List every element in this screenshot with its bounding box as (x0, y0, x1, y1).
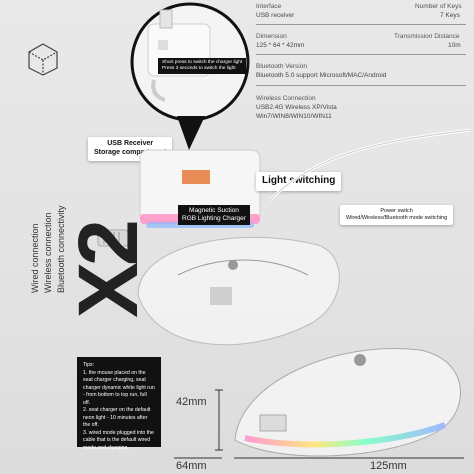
spec-distance-value: 10m (448, 42, 461, 49)
spec-keys-label: Number of Keys (415, 3, 462, 10)
power-switch-tag: Power switch Wired/Wireless/Bluetooth mo… (340, 205, 454, 225)
tips-item-3: 3. wired mode plugged into the cable tha… (83, 429, 154, 451)
usb-receiver-line1: USB Receiver (107, 140, 154, 147)
dimension-lines (174, 389, 464, 459)
mouse-side-illustration (234, 348, 461, 457)
usb-receiver-line2: Storage compartment (94, 148, 167, 156)
spec-divider (256, 54, 466, 55)
charger-light-line2: Press 3 seconds to switch the light (162, 65, 236, 71)
spec-divider (256, 24, 466, 25)
cube-logo-icon (28, 43, 58, 76)
spec-interface-value: USB receiver (256, 12, 295, 19)
spec-bluetooth-value: Bluetooth 5.0 support Microsoft/MAC/Andr… (256, 72, 387, 79)
dimension-height: 42mm (176, 396, 207, 408)
light-switching-tag: Light switching (256, 172, 342, 191)
magnetic-line1: Magnetic Suction (189, 207, 239, 214)
tips-item-1: 1. the mouse placed on the seat charger … (83, 369, 155, 406)
power-switch-line1: Power switch (380, 208, 413, 214)
dimension-width: 64mm (176, 460, 207, 472)
power-switch-line2: Wired/Wireless/Bluetooth mode switching (346, 214, 448, 221)
spec-wireless-value-2: Win7/WIN8/WIN10/WIN11 (256, 113, 332, 120)
cable-illustration (268, 128, 471, 202)
spec-divider (256, 85, 466, 86)
usb-dongle-illustration (97, 229, 129, 247)
bubble-pointer-icon (177, 116, 205, 150)
wired-connection-label: Wired connection (30, 223, 40, 293)
charger-light-line1: Short press to switch the charger light (162, 60, 243, 65)
spec-bluetooth-label: Bluetooth Version (256, 63, 307, 70)
tips-item-2: 2. seat charger on the default neon ligh… (83, 407, 151, 429)
charger-light-callout: Short press to switch the charger light … (158, 58, 247, 74)
tips-title: Tips: (83, 362, 95, 368)
spec-distance-label: Transmission Distance (394, 33, 460, 40)
spec-wireless-label: Wireless Connection (256, 95, 316, 102)
tips-box: Tips: 1. the mouse placed on the seat ch… (77, 357, 161, 451)
spec-keys-value: 7 Keys (440, 12, 460, 19)
spec-dimension-value: 125 * 64 * 42mm (256, 42, 305, 49)
magnetic-line2: RGB Lighting Charger (182, 215, 246, 223)
spec-wireless-value-1: USB2.4G Wireless XP/Vista (256, 104, 337, 111)
mouse-top-illustration (137, 236, 340, 346)
spec-interface-label: Interface (256, 3, 282, 10)
dimension-length: 125mm (370, 460, 407, 472)
model-logo: X2 (61, 223, 155, 318)
wireless-connection-label: Wireless connection (43, 212, 53, 293)
magnetic-callout: Magnetic Suction RGB Lighting Charger (178, 205, 250, 226)
spec-dimension-label: Dimension (256, 33, 287, 40)
